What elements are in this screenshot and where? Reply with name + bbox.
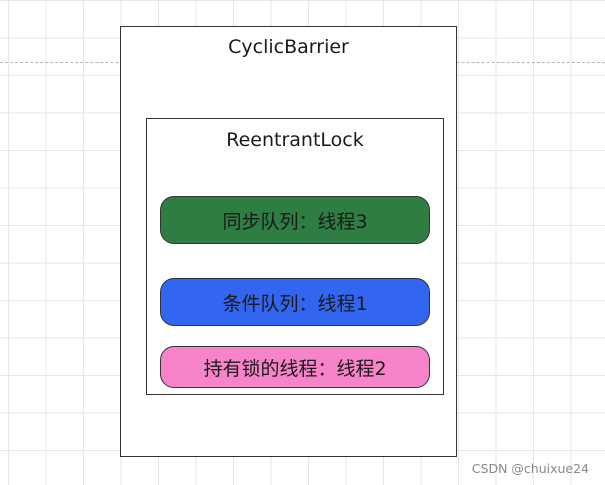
- reentrant-lock-label: ReentrantLock: [226, 129, 364, 151]
- sync-queue-pill: 同步队列：线程3: [160, 196, 430, 244]
- condition-queue-pill: 条件队列：线程1: [160, 278, 430, 326]
- csdn-watermark: CSDN @chuixue24: [471, 461, 589, 476]
- condition-queue-label: 条件队列：线程1: [222, 292, 368, 315]
- lock-holder-label: 持有锁的线程：线程2: [203, 357, 387, 380]
- cyclic-barrier-label: CyclicBarrier: [228, 36, 349, 58]
- sync-queue-label: 同步队列：线程3: [222, 210, 368, 233]
- lock-holder-pill: 持有锁的线程：线程2: [160, 346, 430, 388]
